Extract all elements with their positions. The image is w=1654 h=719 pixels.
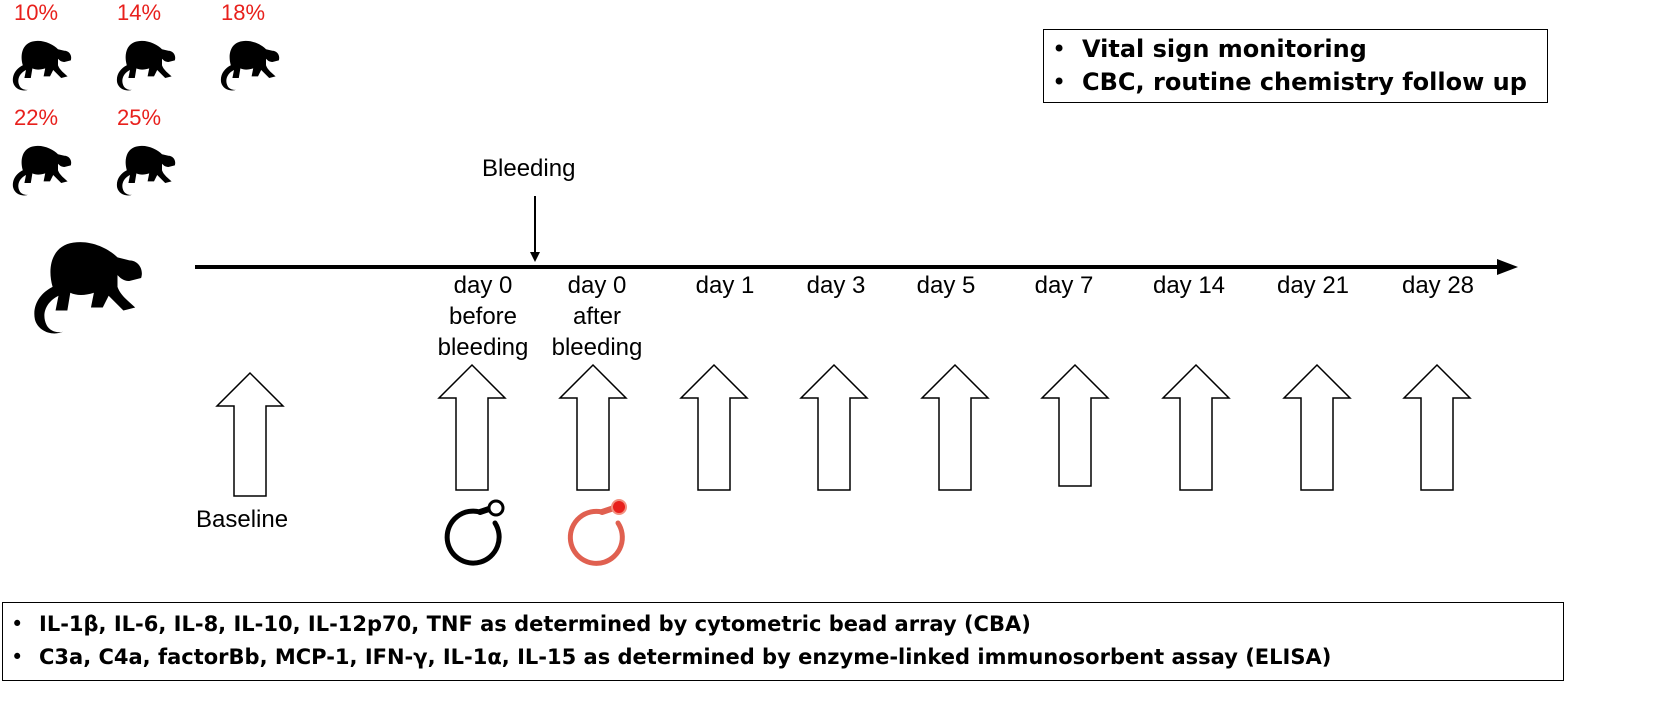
- group-pct-22: 22%: [14, 105, 59, 130]
- timepoint-day28: day 28: [1401, 272, 1475, 299]
- blood-tube-icon: [444, 499, 505, 566]
- timepoint-line: bleeding: [551, 334, 643, 361]
- arrow-up-icon: [215, 371, 285, 497]
- arrow-up-icon: [920, 363, 990, 491]
- timepoint-day0-before: day 0 before bleeding: [438, 270, 529, 363]
- timepoint-day3: day 3: [806, 272, 866, 299]
- monitoring-item: •Vital sign monitoring: [1052, 35, 1367, 63]
- blood-tube-icon: [567, 499, 627, 566]
- group-pct-18: 18%: [221, 0, 266, 25]
- group-pct-25: 25%: [117, 105, 162, 130]
- timepoint-line: before: [448, 303, 518, 330]
- monitoring-item: •CBC, routine chemistry follow up: [1052, 68, 1527, 96]
- arrow-up-icon: [799, 363, 869, 491]
- arrow-up-icon: [1402, 363, 1472, 491]
- assay-item: •C3a, C4a, factorBb, MCP-1, IFN-γ, IL-1α…: [11, 645, 1332, 669]
- timepoint-day21: day 21: [1276, 272, 1350, 299]
- timepoint-day14: day 14: [1152, 272, 1226, 299]
- baseline-label: Baseline: [196, 506, 289, 533]
- timepoint-line: after: [572, 303, 622, 330]
- arrow-up-icon: [1161, 363, 1231, 491]
- group-pct-10: 10%: [14, 0, 59, 25]
- timepoint-day7: day 7: [1034, 272, 1094, 299]
- timepoint-line: day 0: [453, 272, 513, 299]
- bleeding-arrowhead: [530, 252, 540, 262]
- arrow-up-icon: [437, 363, 507, 491]
- timepoint-day1: day 1: [695, 272, 755, 299]
- assay-box: •IL-1β, IL-6, IL-8, IL-10, IL-12p70, TNF…: [2, 602, 1564, 681]
- timeline-arrowhead: [1497, 259, 1518, 275]
- arrow-up-icon: [679, 363, 749, 491]
- timepoint-day0-after: day 0 after bleeding: [552, 270, 643, 363]
- arrow-up-icon: [558, 363, 628, 491]
- timepoint-line: bleeding: [437, 334, 529, 361]
- timepoint-day5: day 5: [916, 272, 976, 299]
- bleeding-label: Bleeding: [482, 155, 576, 182]
- arrow-up-icon: [1040, 363, 1110, 487]
- timepoint-line: day 0: [567, 272, 627, 299]
- group-pct-14: 14%: [117, 0, 162, 25]
- assay-item: •IL-1β, IL-6, IL-8, IL-10, IL-12p70, TNF…: [11, 612, 1031, 636]
- arrow-up-icon: [1282, 363, 1352, 491]
- monitoring-box: •Vital sign monitoring •CBC, routine che…: [1043, 29, 1548, 103]
